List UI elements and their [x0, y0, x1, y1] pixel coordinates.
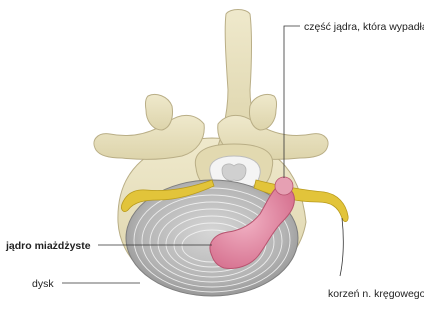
- spinal-cord-grey-matter: [222, 164, 246, 181]
- herniated-fragment: [275, 177, 293, 195]
- right-nerve-root-continuation: [340, 218, 343, 276]
- label-nerve-root: korzeń n. kręgowego: [328, 288, 424, 300]
- label-herniated-part: część jądra, która wypadła: [304, 21, 424, 33]
- label-disc: dysk: [32, 278, 54, 290]
- right-superior-process: [249, 94, 276, 130]
- label-nucleus: jądro miażdżyste: [5, 240, 91, 252]
- left-superior-process: [145, 94, 172, 130]
